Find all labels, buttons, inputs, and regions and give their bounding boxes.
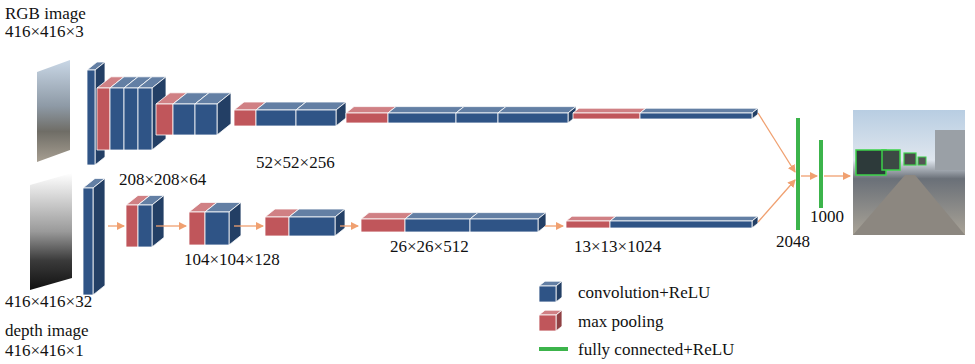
output-image: [853, 110, 965, 235]
dimension-label: 1000: [810, 207, 844, 226]
conv-block: [152, 195, 164, 247]
dimension-label: depth image: [5, 321, 89, 340]
conv-block: [173, 104, 195, 135]
conv-block: [110, 88, 124, 150]
pool-block: [156, 104, 173, 135]
conv-block: [229, 202, 241, 245]
depth-image: [30, 173, 72, 290]
conv-block: [205, 212, 229, 245]
conv-block: [470, 213, 546, 219]
legend-cube: [539, 286, 556, 302]
conv-block: [138, 77, 152, 150]
legend-cube: [539, 315, 556, 331]
pool-block: [573, 108, 646, 113]
conv-block: [456, 113, 498, 123]
dimension-label: 2048: [776, 232, 810, 251]
pool-block: [573, 113, 640, 119]
conv-block: [538, 213, 546, 232]
conv-block: [752, 108, 758, 119]
pool-block: [234, 110, 256, 126]
conv-block: [124, 77, 138, 150]
conv-block: [138, 205, 152, 247]
dimension-label: 13×13×1024: [574, 237, 661, 256]
fc-layer: [796, 118, 800, 230]
pool-block: [346, 107, 396, 113]
legend-text: fully connected+ReLU: [578, 340, 734, 359]
dimension-label: 52×52×256: [256, 153, 335, 172]
pool-block: [189, 212, 205, 245]
legend-cube: [556, 281, 562, 302]
conv-block: [498, 107, 576, 113]
legend-text: convolution+ReLU: [578, 283, 710, 302]
dimension-label: RGB image: [5, 4, 86, 23]
conv-block: [138, 88, 152, 150]
dimension-label: 416×416×32: [5, 292, 92, 311]
dimension-label: 416×416×3: [5, 22, 84, 41]
conv-block: [388, 113, 456, 123]
conv-block: [610, 221, 752, 228]
conv-block: [335, 209, 345, 236]
legend-line: [536, 335, 570, 361]
pool-block: [126, 205, 138, 247]
legend-cube: [556, 310, 562, 331]
conv-block: [83, 188, 93, 295]
conv-block: [498, 113, 568, 123]
pool-block: [110, 77, 124, 150]
pool-block: [97, 88, 110, 150]
pool-block: [346, 113, 388, 123]
dimension-label: 208×208×64: [119, 170, 206, 189]
conv-block: [456, 107, 506, 113]
dimension-label: 26×26×512: [390, 237, 469, 256]
conv-block: [217, 93, 231, 135]
pool-block: [566, 216, 616, 221]
pool-block: [361, 219, 405, 232]
conv-block: [610, 216, 758, 221]
conv-block: [752, 216, 758, 228]
conv-block: [388, 107, 464, 113]
legend-swatch: [536, 278, 570, 304]
legend-text: max pooling: [578, 312, 663, 331]
conv-block: [470, 219, 538, 232]
pool-block: [361, 213, 413, 219]
fc-layer: [819, 140, 823, 208]
conv-block: [87, 70, 95, 165]
conv-block: [289, 217, 335, 236]
conv-block: [640, 108, 758, 113]
conv-block: [405, 219, 470, 232]
dimension-label: 104×104×128: [184, 250, 280, 269]
rgb-image: [37, 60, 70, 162]
pool-block: [265, 217, 289, 236]
legend-swatch: [536, 307, 570, 333]
conv-block: [296, 110, 336, 126]
conv-block: [405, 213, 478, 219]
conv-block: [124, 88, 138, 150]
conv-block: [256, 110, 296, 126]
conv-block: [640, 113, 752, 119]
conv-block: [93, 178, 105, 295]
conv-block: [195, 104, 217, 135]
conv-block: [336, 102, 346, 126]
dimension-label: 416×416×1: [5, 341, 84, 360]
flow-arrows: [108, 113, 850, 226]
pool-block: [566, 221, 610, 228]
